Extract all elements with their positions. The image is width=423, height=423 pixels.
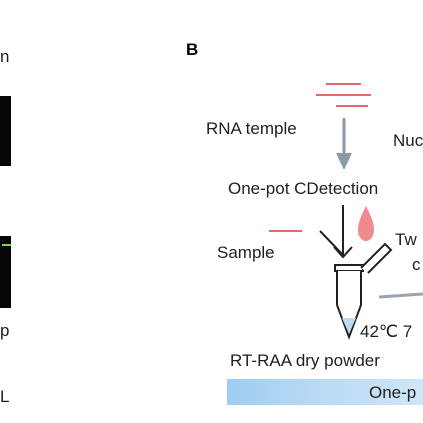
droplet-icon (358, 206, 374, 241)
tw-label: Tw (395, 230, 417, 249)
rna-template-label: RNA temple (206, 119, 297, 138)
heating-line (378, 292, 423, 299)
one-pot-label: One-pot CDetection (228, 179, 379, 198)
one-pot-bar: One-p (227, 379, 423, 405)
one-pot-bar-label: One-p (369, 383, 417, 402)
c-label: c (412, 255, 421, 274)
gel-band (2, 244, 11, 246)
tube-icon (334, 242, 393, 340)
gel-image-top (0, 96, 11, 166)
panel-label: B (186, 40, 199, 59)
sample-label: Sample (217, 243, 275, 262)
left-panel-text-mid: p (0, 321, 10, 340)
left-panel-text-top: n (0, 47, 10, 66)
sample-arrow-icon (319, 230, 344, 256)
rt-raa-label: RT-RAA dry powder (230, 351, 380, 370)
bent-arrow-icon (333, 205, 353, 259)
down-arrow-icon (336, 118, 352, 170)
temperature-label: 42℃ 7 (360, 322, 413, 341)
left-panel-text-bottom: L (0, 387, 10, 406)
rna-template-lines (316, 83, 371, 107)
gel-image-bottom (0, 236, 11, 308)
nucleic-label: Nuc (393, 131, 423, 150)
